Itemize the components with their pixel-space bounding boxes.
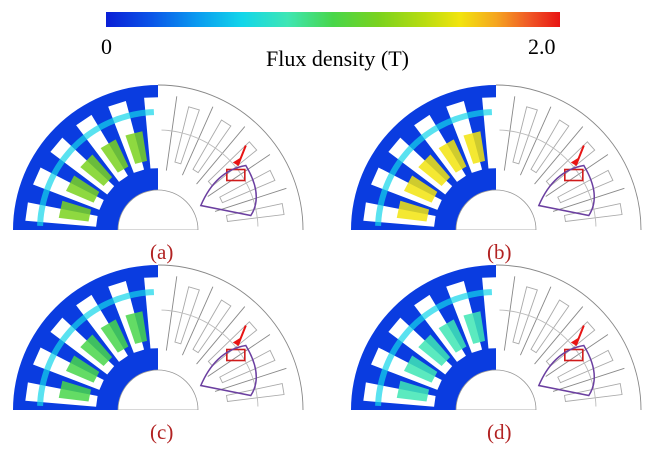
arrow-icon <box>574 145 585 166</box>
stator-flux-map <box>351 265 501 410</box>
flux-path-loop <box>537 344 595 397</box>
flux-path-loop <box>537 164 595 217</box>
flux-path-loop <box>199 344 257 397</box>
panel-label-d: (d) <box>487 420 512 444</box>
stator-flux-map <box>13 265 163 410</box>
coil-highlight-box <box>564 168 584 182</box>
stator-flux-map <box>351 85 501 230</box>
colorbar <box>106 12 560 27</box>
colorbar-max-label: 2.0 <box>528 34 556 59</box>
motor-panel-d <box>351 264 642 410</box>
stator-flux-map <box>13 85 163 230</box>
flux-line-half <box>495 84 642 230</box>
flux-line-half <box>495 264 642 410</box>
panel-label-a: (a) <box>150 240 174 264</box>
coil-highlight-box <box>226 348 246 362</box>
arrow-icon <box>574 325 585 346</box>
flux-line-half <box>157 84 304 230</box>
motor-panel-b <box>351 84 642 230</box>
motor-panel-c <box>13 264 304 410</box>
arrow-icon <box>236 145 247 166</box>
arrow-icon <box>236 325 247 346</box>
colorbar-min-label: 0 <box>101 34 112 59</box>
coil-highlight-box <box>564 348 584 362</box>
colorbar-title: Flux density (T) <box>266 46 409 71</box>
panel-label-b: (b) <box>487 240 512 264</box>
flux-path-loop <box>199 164 257 217</box>
flux-line-half <box>157 264 304 410</box>
motor-panel-a <box>13 84 304 230</box>
panel-label-c: (c) <box>150 420 174 444</box>
coil-highlight-box <box>226 168 246 182</box>
